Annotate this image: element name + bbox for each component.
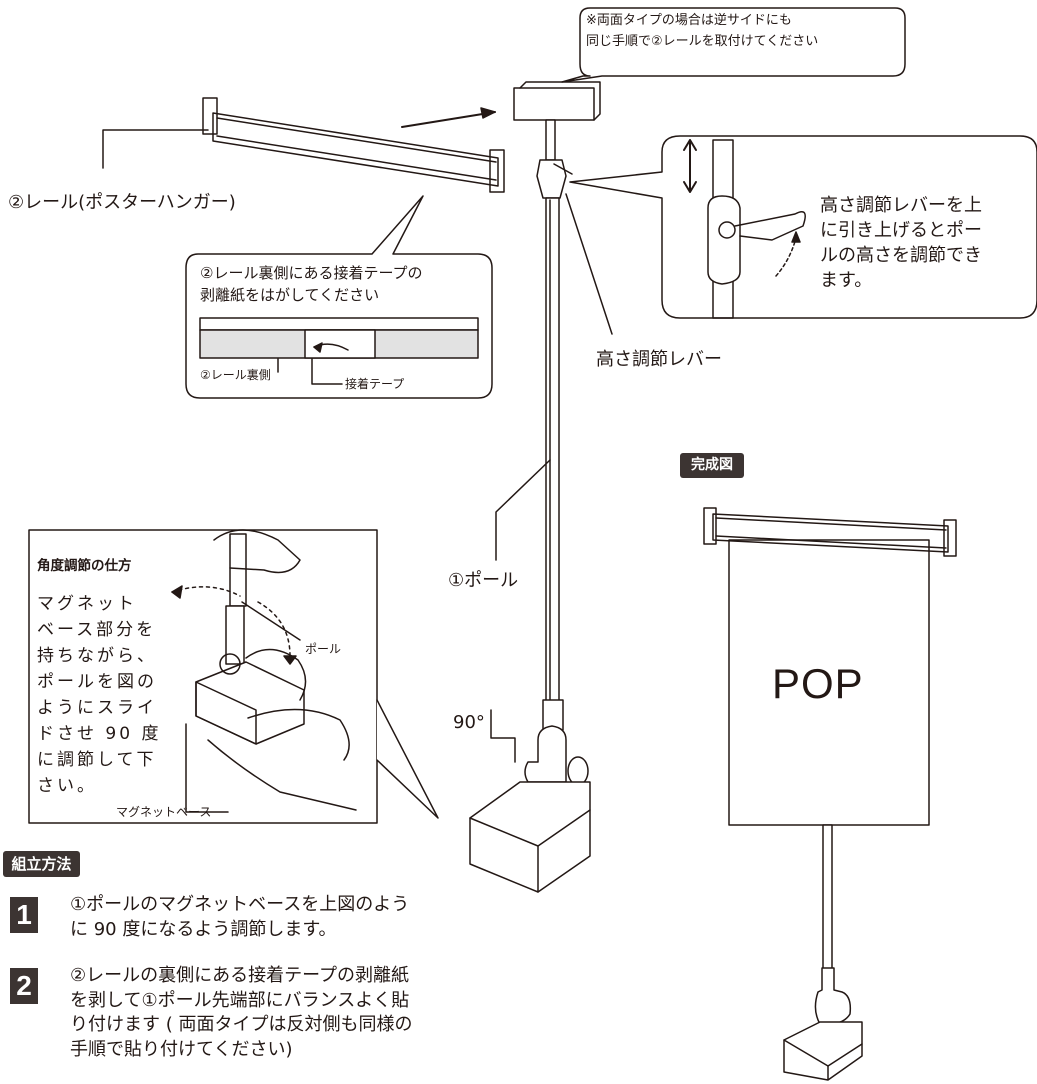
- peel-note-bubble: [185, 195, 493, 399]
- step-1-number: 1: [10, 897, 38, 933]
- lever-desc-line-3: ルの高さを調節でき: [820, 245, 982, 266]
- peel-note-line-1: ②レール裏側にある接着テープの: [200, 264, 423, 282]
- angle-desc-line: さい。: [37, 776, 97, 796]
- step-2-line: り付けます ( 両面タイプは反対側も同様の: [70, 1014, 413, 1035]
- angle-desc-line: ポールを図の: [37, 672, 157, 692]
- lever-desc-line-4: ます。: [820, 270, 873, 291]
- note-line-1: ※両面タイプの場合は逆サイドにも: [586, 13, 792, 28]
- angle-desc-line: 持ちながら、: [37, 646, 157, 666]
- angle-base-tag: マグネットベース: [116, 805, 212, 819]
- angle-box-title: 角度調節の仕方: [37, 558, 132, 574]
- peel-note: ②レール裏側にある接着テープの 剥離紙をはがしてください: [200, 262, 423, 306]
- note-line-2: 同じ手順で②レールを取付けてください: [586, 34, 819, 49]
- tape-label: 接着テープ: [345, 377, 405, 391]
- step-1-line: ①ポールのマグネットベースを上図のよう: [70, 894, 410, 915]
- height-lever-label: 高さ調節レバー: [596, 349, 722, 370]
- step-1-line: に 90 度になるよう調節します。: [70, 918, 337, 940]
- step-2-text: ②レールの裏側にある接着テープの剥離紙 を剥して①ポール先端部にバランスよく貼 …: [70, 964, 412, 1062]
- pop-poster-text: POP: [772, 660, 864, 707]
- lever-detail-bubble: [569, 135, 1037, 319]
- assembly-badge: 組立方法: [3, 851, 80, 877]
- completed-badge: 完成図: [680, 453, 744, 478]
- pole-label: ①ポール: [448, 570, 519, 591]
- rail-clip-drawing: [513, 87, 595, 121]
- double-sided-note: ※両面タイプの場合は逆サイドにも 同じ手順で②レールを取付けてください: [586, 10, 818, 52]
- lever-description: 高さ調節レバーを上 に引き上げるとポー ルの高さを調節でき ます。: [820, 193, 982, 293]
- angle-box-frame: [28, 529, 378, 824]
- angle-mark-label: 90°: [453, 712, 485, 733]
- step-1-text: ①ポールのマグネットベースを上図のよう に 90 度になるよう調節します。: [70, 893, 409, 942]
- angle-pole-tag: ポール: [305, 642, 342, 656]
- step-2-line: 手順で貼り付けてください): [70, 1038, 293, 1060]
- angle-box-description: マグネット ベース部分を 持ちながら、 ポールを図の ようにスライ ドさせ 90…: [37, 591, 161, 799]
- lever-desc-line-1: 高さ調節レバーを上: [820, 195, 982, 216]
- step-2-line: を剥して①ポール先端部にバランスよく貼: [70, 989, 410, 1011]
- step-2-line: ②レールの裏側にある接着テープの剥離紙: [70, 965, 410, 986]
- note-bubble: [561, 7, 906, 83]
- peel-note-line-2: 剥離紙をはがしてください: [200, 286, 380, 304]
- angle-desc-line: マグネット: [37, 594, 137, 614]
- rail-drawing: [202, 97, 505, 193]
- rail-label: ②レール(ポスターハンガー): [8, 192, 236, 213]
- angle-desc-line: に調節して下: [37, 750, 157, 770]
- step-2-number: 2: [10, 968, 38, 1004]
- completed-figure-drawing: [703, 507, 957, 1081]
- pole-drawing: [545, 119, 556, 161]
- angle-desc-line: ようにスライ: [37, 698, 157, 718]
- rail-back-label: ②レール裏側: [200, 368, 271, 382]
- angle-desc-line: ドさせ 90 度: [37, 724, 162, 744]
- angle-desc-line: ベース部分を: [37, 620, 157, 640]
- lever-desc-line-2: に引き上げるとポー: [820, 220, 982, 241]
